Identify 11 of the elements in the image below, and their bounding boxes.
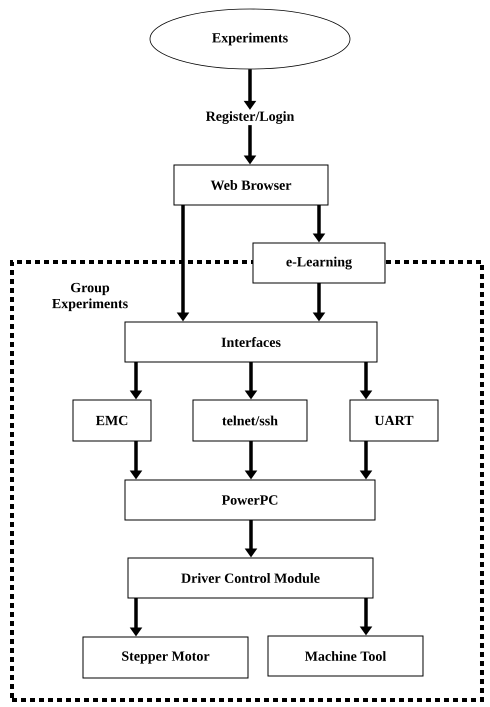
process-box: Machine Tool bbox=[268, 636, 424, 676]
process-box: Stepper Motor bbox=[82, 636, 248, 678]
process-box: PowerPC bbox=[124, 480, 376, 520]
process-box: Interfaces bbox=[124, 322, 378, 362]
process-box: Web Browser bbox=[174, 164, 328, 206]
process-box: e-Learning bbox=[252, 242, 386, 284]
process-box: Driver Control Module bbox=[128, 558, 374, 598]
process-box: EMC bbox=[72, 400, 152, 442]
step-label: Register/Login bbox=[206, 111, 294, 124]
process-box: telnet/ssh bbox=[192, 400, 308, 442]
process-box: UART bbox=[350, 400, 438, 442]
